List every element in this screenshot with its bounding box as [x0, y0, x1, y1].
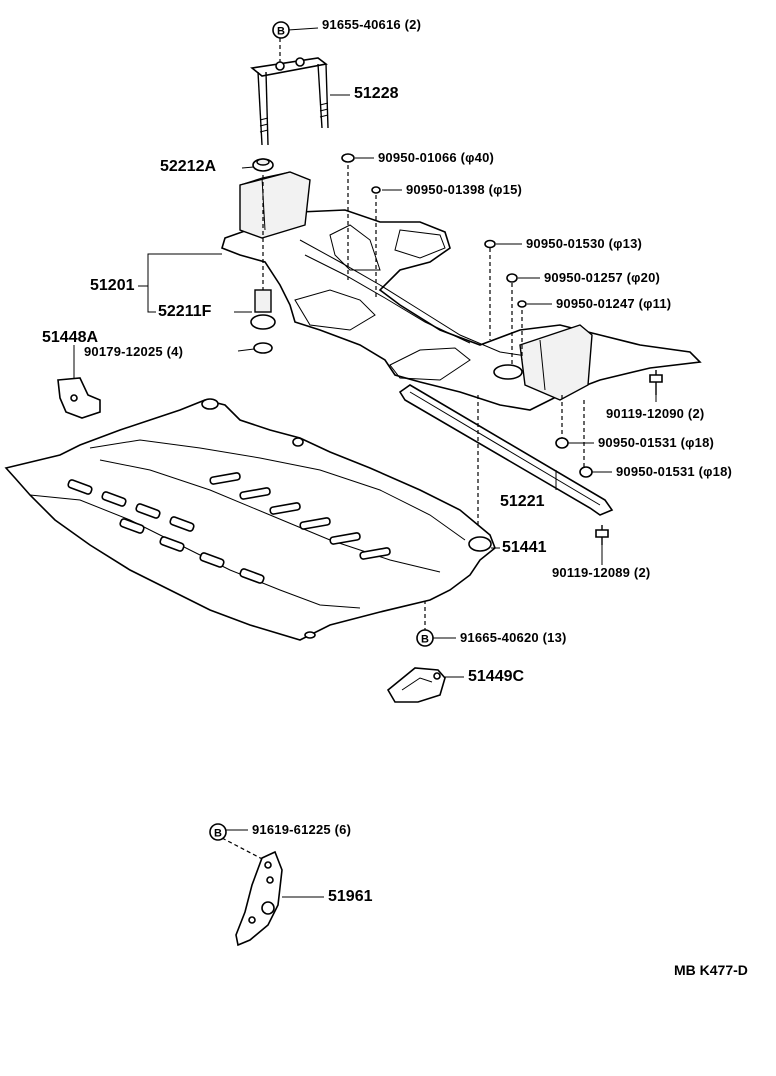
- callout-90950-01530: 90950-01530 (φ13): [526, 236, 643, 251]
- leader-lines: [73, 27, 657, 898]
- mount-cushion-52211f: [250, 289, 276, 354]
- bracket-51448a: [57, 377, 101, 419]
- callout-51961: 51961: [328, 888, 373, 905]
- callout-52211f: 52211F: [158, 303, 212, 320]
- svg-text:B: B: [421, 634, 429, 646]
- callout-91655-40616: 91655-40616 (2): [322, 17, 422, 32]
- callout-90179-12025: 90179-12025 (4): [84, 344, 184, 359]
- diagram-code: MB K477-D: [674, 962, 748, 978]
- svg-text:B: B: [277, 26, 285, 38]
- callout-51221: 51221: [500, 493, 545, 510]
- b-badge-2: B: [416, 629, 434, 647]
- callout-52212a: 52212A: [160, 158, 217, 175]
- callout-90950-01398: 90950-01398 (φ15): [406, 182, 523, 197]
- b-badge-3: B: [209, 823, 227, 841]
- callout-51201: 51201: [90, 277, 135, 294]
- callout-90950-01066: 90950-01066 (φ40): [378, 150, 495, 165]
- callout-90950-01247: 90950-01247 (φ11): [556, 296, 672, 311]
- callout-91665-40620: 91665-40620 (13): [460, 630, 567, 645]
- callout-51441: 51441: [502, 539, 547, 556]
- mount-cushion-52212a: [252, 158, 274, 172]
- callout-90119-12090: 90119-12090 (2): [606, 406, 705, 421]
- hole-plugs: [341, 153, 593, 478]
- left-mount-bracket: [239, 171, 311, 239]
- b-badge-1: B: [272, 21, 290, 39]
- engine-under-cover-51441: [4, 398, 496, 641]
- svg-text:B: B: [214, 828, 222, 840]
- callout-51448a: 51448A: [42, 329, 99, 346]
- callout-91619-61225: 91619-61225 (6): [252, 822, 352, 837]
- callout-90950-01257: 90950-01257 (φ20): [544, 270, 661, 285]
- clip-51449c: [386, 667, 446, 703]
- stay-rod-51221: [398, 384, 614, 516]
- callout-90950-01531-b: 90950-01531 (φ18): [616, 464, 733, 479]
- callout-90119-12089: 90119-12089 (2): [552, 565, 651, 580]
- callout-51228: 51228: [354, 85, 399, 102]
- shield-51961: [235, 850, 283, 947]
- cover-vent-slots: [67, 472, 391, 584]
- bolts-90119: [595, 370, 663, 545]
- callout-51449c: 51449C: [468, 668, 525, 685]
- bolts-51228: [250, 57, 329, 146]
- callout-90950-01531-a: 90950-01531 (φ18): [598, 435, 715, 450]
- right-mount-bracket: [493, 324, 593, 401]
- plug-leader-dashes: [221, 38, 585, 863]
